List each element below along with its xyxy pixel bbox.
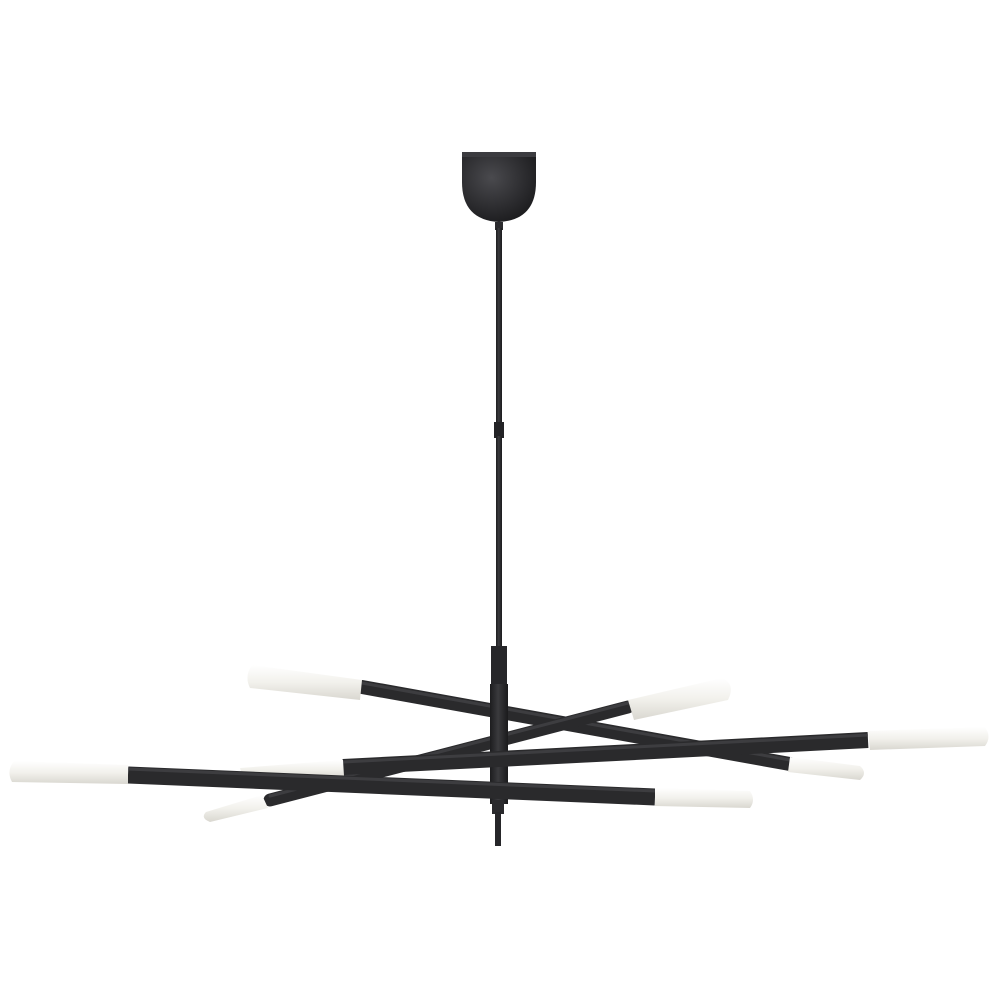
frosted-shade (628, 678, 731, 720)
frosted-shade (655, 788, 753, 808)
frosted-shade (203, 795, 268, 822)
frosted-shade (9, 761, 128, 784)
frosted-shade (868, 727, 989, 750)
frosted-shade (788, 757, 864, 780)
arm-long-left (9, 761, 753, 808)
ceiling-canopy (462, 152, 536, 222)
center-hub (490, 646, 508, 846)
downrod (494, 222, 504, 651)
frosted-shade (247, 665, 362, 700)
